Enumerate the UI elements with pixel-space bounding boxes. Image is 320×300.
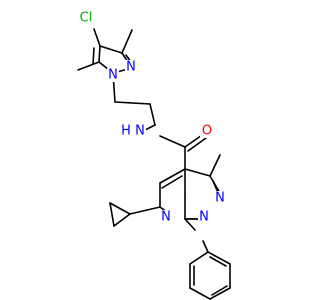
bond xyxy=(209,256,227,267)
phenyl-ring xyxy=(189,240,231,300)
bond xyxy=(211,285,228,296)
bond xyxy=(161,175,183,189)
bond xyxy=(109,202,115,227)
bond xyxy=(149,103,156,126)
bond xyxy=(209,287,231,300)
bond xyxy=(93,28,101,47)
bond xyxy=(184,218,196,231)
bond xyxy=(114,101,151,105)
pyridine-nitrogen-label: N xyxy=(161,210,171,225)
pyrazole-nitrogen-label: N xyxy=(126,60,136,75)
amide-hydrogen-label: H xyxy=(121,124,131,139)
pyrazolo-nitrogen-label: N xyxy=(199,210,209,225)
bond xyxy=(98,45,101,63)
bond xyxy=(159,135,186,148)
bond xyxy=(159,168,186,184)
bond xyxy=(184,168,211,177)
ethyl-linker xyxy=(112,72,156,131)
pyrazolo-nitrogen-label: N xyxy=(215,191,225,206)
pyrazole-nitrogen-label: N xyxy=(108,68,118,83)
bond xyxy=(129,206,161,215)
bond xyxy=(77,61,100,71)
molecule-canvas: Cl N N N H O N N N xyxy=(74,10,231,300)
bond xyxy=(99,45,123,54)
bond xyxy=(187,137,207,152)
bond xyxy=(202,240,209,253)
bond xyxy=(207,251,231,265)
bond xyxy=(209,154,221,177)
chlorine-label: Cl xyxy=(80,11,93,26)
atom-labels: Cl N N N H O N N N xyxy=(74,10,226,225)
amide-nitrogen-label: N xyxy=(135,124,145,139)
bond xyxy=(144,124,156,131)
carbonyl-oxygen-label: O xyxy=(202,124,212,139)
bond xyxy=(189,287,211,300)
bond xyxy=(109,202,131,215)
cyclopropyl-group xyxy=(109,202,161,227)
bond xyxy=(189,251,209,265)
bond xyxy=(92,47,95,65)
bond xyxy=(113,213,131,227)
bond xyxy=(121,29,133,54)
molecule-structure: Cl N N N H O N N N xyxy=(74,10,231,300)
amide-group xyxy=(159,132,207,170)
